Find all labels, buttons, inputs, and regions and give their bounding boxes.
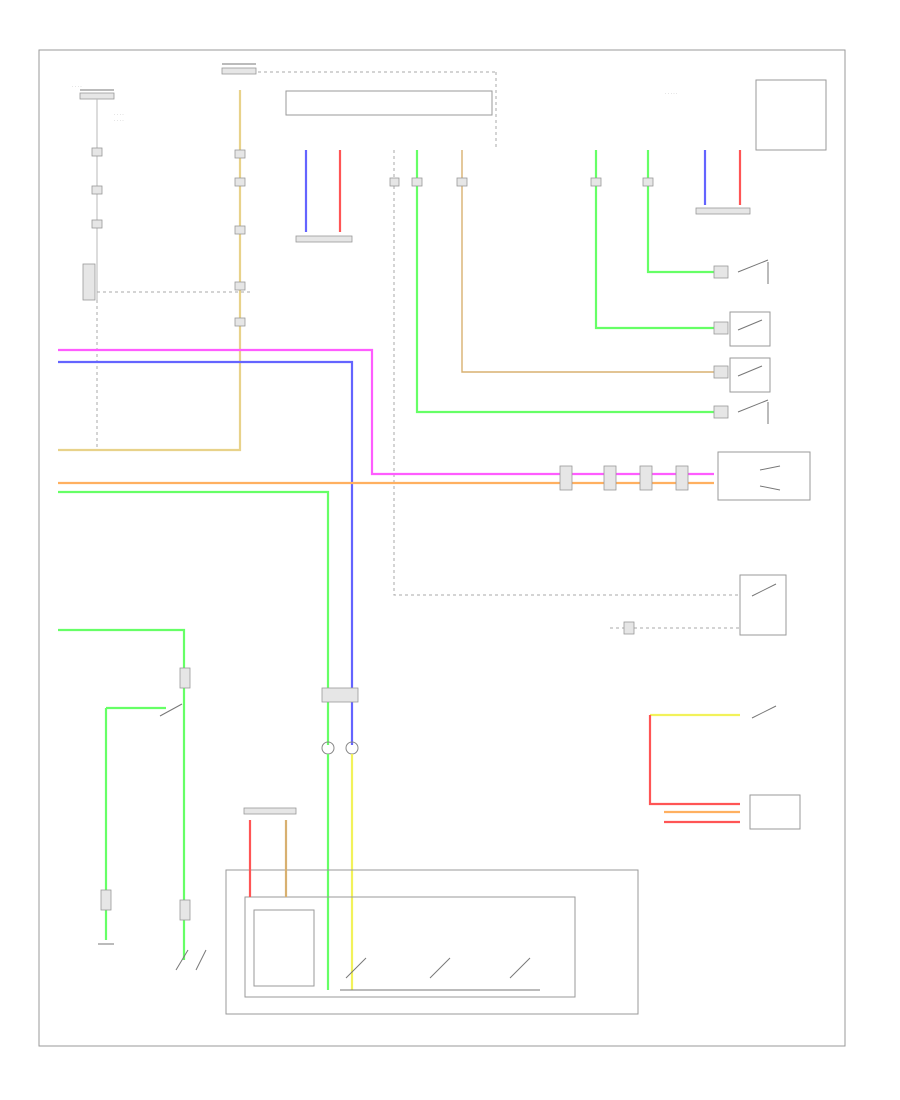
steering-wheel-switch: [749, 705, 801, 830]
connector-green: [411, 177, 423, 187]
ecm-pcm: [610, 574, 787, 636]
paddle-shifter-upshift: [98, 889, 207, 971]
connector-pair-top: [295, 235, 353, 243]
steering-wheel-switch-housing: [225, 869, 639, 1015]
body-control-module: [285, 90, 493, 116]
shift-fork-sensor-switch: [759, 465, 781, 491]
connector-yellow-top: [234, 149, 246, 327]
fuel-injector: [559, 465, 689, 491]
svg-text:· · · ·: · · · ·: [114, 112, 124, 117]
shift-solenoid: [713, 399, 769, 424]
steering-connector-top: [243, 807, 297, 815]
transmission-range-switch: [755, 79, 827, 151]
reverse-switch: [713, 311, 771, 347]
connector-tan: [456, 177, 468, 187]
neutral-switch: [713, 259, 769, 284]
transmission-fluid-pressure-switch: [713, 357, 771, 393]
shift-fork-sensor: [717, 451, 811, 501]
transmission-range-switch-connector: [695, 207, 751, 215]
paddle-shifter-downshift: [159, 667, 191, 921]
hot-in-run-fuse: · · · ·: [72, 84, 115, 100]
svg-text:· · · ·: · · · ·: [72, 84, 82, 89]
fuse-terminal-left: [91, 147, 103, 229]
svg-text:· · · ·: · · · ·: [114, 118, 124, 123]
connector-grey: [389, 177, 400, 187]
hot-at-all-times-fuse: [221, 63, 257, 75]
fuse-box: [82, 263, 96, 301]
diagram-frame: [38, 49, 846, 1047]
svg-text:· · · · ·: · · · · ·: [665, 91, 678, 96]
steering-switch-contacts: [253, 909, 540, 991]
